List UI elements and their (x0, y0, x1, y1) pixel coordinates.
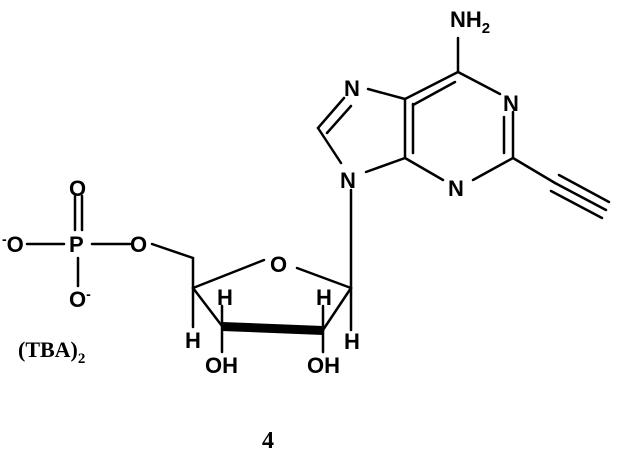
bond-c4-o4 (191, 258, 266, 290)
bond-n7-c8-double (325, 104, 353, 135)
triple-bond-b (557, 173, 611, 204)
phosphate-o-top-label: O (69, 176, 86, 201)
bond-n9-c4 (364, 156, 407, 174)
bond-c4-c3 (191, 286, 224, 328)
bond-o4-c1 (295, 266, 353, 290)
n1-label: N (503, 91, 519, 116)
bond-c1-c2 (321, 286, 353, 332)
phosphate-o-left-label: -O (2, 231, 24, 257)
phosphate-o-bottom-label: O- (69, 286, 91, 312)
oh-c3-label: OH (205, 353, 238, 378)
h-c1-label: H (344, 329, 360, 354)
bond-c2-n3 (471, 156, 515, 182)
oh-c2-label: OH (307, 353, 340, 378)
bond-c5-c6 (403, 70, 460, 101)
triple-bond-c (549, 189, 604, 220)
bond-c5-n7 (366, 87, 407, 101)
bond-c8-n9 (316, 126, 343, 165)
bond-n7-c8 (316, 96, 346, 130)
phosphate-o-bridge-label: O (130, 232, 147, 257)
ring-oxygen-label: O (270, 252, 287, 277)
phosphorus-label: P (69, 232, 84, 257)
h-c4-label: H (185, 328, 201, 353)
triple-bond-a (553, 181, 608, 212)
n3-label: N (448, 176, 464, 201)
amine-label: NH2 (450, 7, 490, 37)
counterion-label: (TBA)2 (18, 337, 85, 367)
bond-n3-c4 (403, 156, 445, 182)
bond-c2-alkyne (511, 156, 557, 185)
h-c2-label: H (316, 285, 332, 310)
bond-c6-n1 (456, 70, 502, 96)
bond-c5prime-o (150, 242, 195, 260)
h-c3-label: H (217, 285, 233, 310)
n7-label: N (344, 76, 360, 101)
bond-c5-c6-double (411, 80, 457, 107)
n9-label: N (340, 168, 356, 193)
bond-c3-c2-wedge (222, 322, 323, 335)
compound-number: 4 (262, 428, 274, 454)
